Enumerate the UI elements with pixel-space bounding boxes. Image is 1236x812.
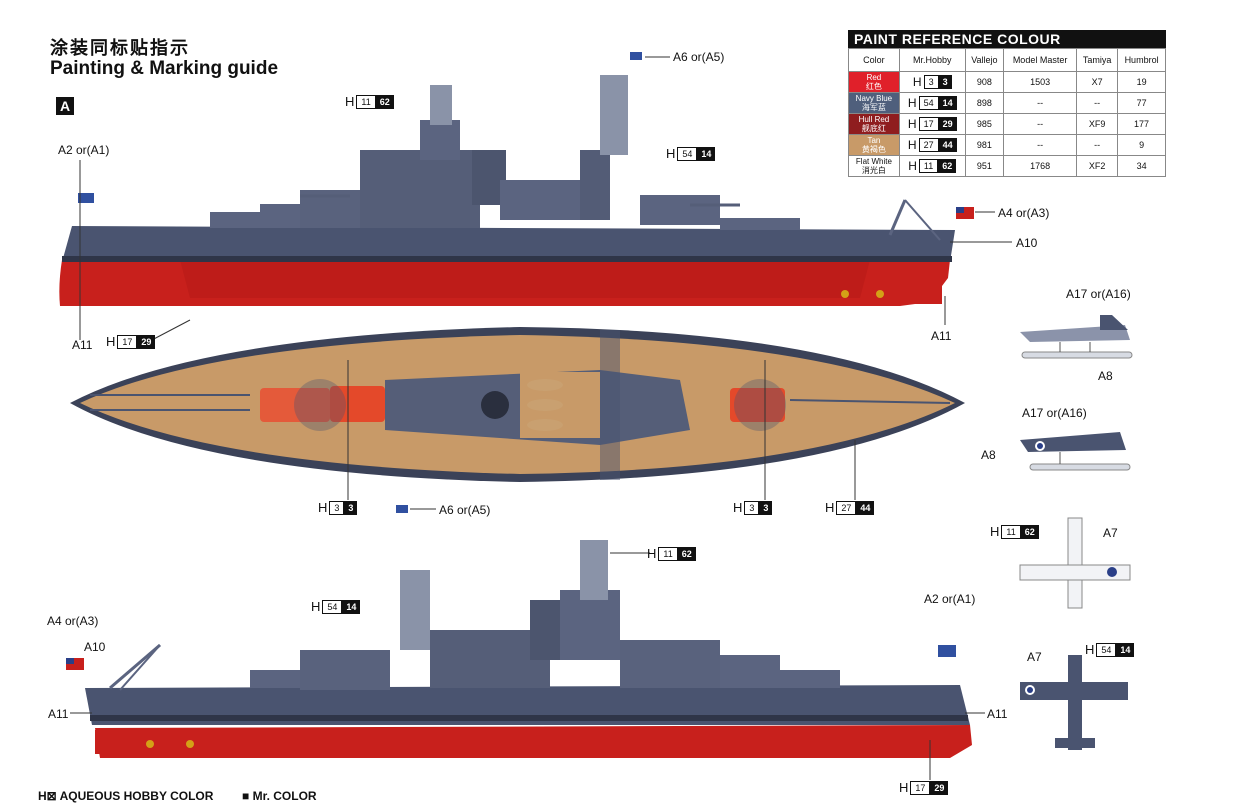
title-english: Painting & Marking guide: [50, 58, 279, 79]
flag-icon: [78, 193, 94, 203]
col-modelmaster: Model Master: [1003, 48, 1078, 72]
decal-label-a11: A11: [987, 707, 1008, 721]
side-view-port: [85, 540, 972, 758]
decal-label-a7: A7: [1103, 526, 1118, 540]
side-view-starboard: [59, 75, 955, 306]
vallejo-code: 951: [964, 155, 1005, 177]
decal-label-a11: A11: [931, 329, 952, 343]
decal-label-a2: A2 or(A1): [58, 143, 110, 157]
jack-flag-icon: [630, 52, 642, 60]
decal-label-a7: A7: [1027, 650, 1042, 664]
flag-icon: [938, 645, 956, 657]
decal-label-a17: A17 or(A16): [1022, 406, 1087, 420]
floatplane-underside: [1019, 517, 1131, 609]
floatplane-side-2: [1020, 432, 1131, 471]
decal-label-a4: A4 or(A3): [998, 206, 1050, 220]
legend-mr-color: ■ Mr. COLOR: [242, 789, 317, 803]
col-vallejo: Vallejo: [964, 48, 1005, 72]
decal-label-a8: A8: [1098, 369, 1113, 383]
humbrol-code: 19: [1117, 71, 1166, 93]
section-badge: A: [56, 97, 74, 115]
decal-label-a10: A10: [84, 640, 106, 654]
humbrol-code: 34: [1117, 155, 1166, 177]
col-humbrol: Humbrol: [1117, 48, 1166, 72]
paint-table-title: PAINT REFERENCE COLOUR: [848, 30, 1166, 48]
legend-aqueous: H⊠ AQUEOUS HOBBY COLOR: [38, 789, 214, 803]
floatplane-top: [1020, 655, 1128, 750]
decal-label-a6: A6 or(A5): [439, 503, 491, 517]
tamiya-code: XF2: [1076, 155, 1119, 177]
paint-table-header: Color Mr.Hobby Vallejo Model Master Tami…: [848, 48, 1166, 72]
decal-label-a11: A11: [72, 338, 93, 352]
decal-label-a6: A6 or(A5): [673, 50, 725, 64]
vallejo-code: 981: [964, 134, 1005, 156]
jack-flag-icon: [396, 505, 408, 513]
deck-plan-view: [70, 327, 965, 482]
decal-label-a8: A8: [981, 448, 996, 462]
paint-reference-table: PAINT REFERENCE COLOUR Color Mr.Hobby Va…: [848, 30, 1166, 177]
decal-label-a4: A4 or(A3): [47, 614, 99, 628]
decal-label-a10: A10: [1016, 236, 1038, 250]
col-tamiya: Tamiya: [1076, 48, 1119, 72]
floatplane-side-1: [1020, 315, 1133, 359]
decal-label-a2: A2 or(A1): [924, 592, 976, 606]
title-chinese: 涂装同标贴指示: [50, 38, 190, 59]
decal-label-a17: A17 or(A16): [1066, 287, 1131, 301]
col-color: Color: [848, 48, 900, 72]
decal-label-a11: A11: [48, 707, 69, 721]
